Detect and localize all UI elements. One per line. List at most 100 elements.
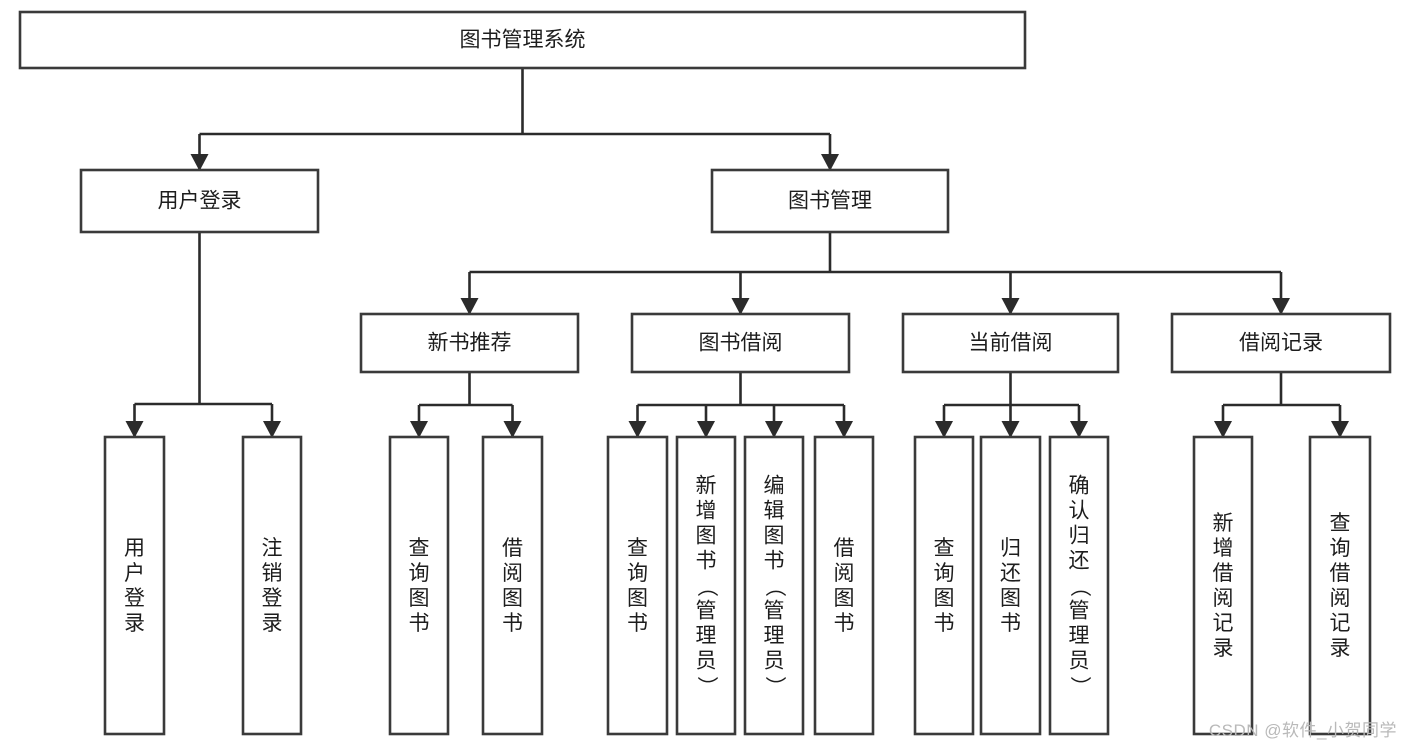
node-user-login[interactable]: 用户登录	[79, 168, 320, 234]
node-label: 当前借阅	[969, 332, 1053, 355]
node-label-char: 书	[764, 550, 785, 573]
node-box[interactable]	[1170, 312, 1392, 374]
node-box[interactable]	[710, 168, 950, 234]
node-box[interactable]	[606, 435, 669, 736]
node-box[interactable]	[675, 435, 737, 736]
node-label-char: 新	[1213, 512, 1234, 535]
node-label-char: （	[1068, 576, 1091, 597]
node-label-char: 询	[1330, 537, 1351, 560]
node-box[interactable]	[388, 435, 450, 736]
arrow-head-icon	[697, 421, 715, 438]
arrow-head-icon	[1001, 298, 1020, 315]
node-label-char: 录	[262, 612, 283, 635]
node-root-root[interactable]: 图书管理系统	[18, 10, 1027, 70]
node-label-char: ）	[763, 676, 786, 697]
node-box[interactable]	[901, 312, 1120, 374]
node-current-borrow[interactable]: 当前借阅	[901, 312, 1120, 374]
arrow-head-icon	[765, 421, 783, 438]
node-label-char: 书	[627, 612, 648, 635]
node-label-char: ）	[695, 676, 718, 697]
arrow-head-icon	[1272, 298, 1290, 315]
node-label-char: 图	[1000, 587, 1021, 610]
node-box[interactable]	[103, 435, 166, 736]
node-label-char: 编	[764, 475, 785, 498]
node-label-char: 书	[409, 612, 430, 635]
node-box[interactable]	[743, 435, 805, 736]
node-label-char: 理	[764, 625, 785, 648]
node-label-char: 书	[502, 612, 523, 635]
node-box[interactable]	[1192, 435, 1254, 736]
node-label: 图书管理系统	[460, 29, 586, 52]
node-box[interactable]	[630, 312, 851, 374]
node-label-char: 录	[1330, 637, 1351, 660]
node-box[interactable]	[18, 10, 1027, 70]
node-label-char: 询	[409, 562, 430, 585]
node-label-char: 录	[124, 612, 145, 635]
node-label-char: 书	[934, 612, 955, 635]
node-label-char: 登	[262, 587, 283, 610]
node-label-char: 阅	[834, 562, 855, 585]
node-box[interactable]	[813, 435, 875, 736]
node-label-char: 图	[934, 587, 955, 610]
node-book-borrow[interactable]: 图书借阅	[630, 312, 851, 374]
node-label-char: 查	[1330, 512, 1351, 535]
node-label-char: 书	[1000, 612, 1021, 635]
node-box[interactable]	[913, 435, 975, 736]
node-label-char: 还	[1069, 550, 1090, 573]
node-label-char: 询	[627, 562, 648, 585]
node-box[interactable]	[1308, 435, 1372, 736]
node-box[interactable]	[241, 435, 303, 736]
node-label-char: ）	[1068, 676, 1091, 697]
node-box[interactable]	[979, 435, 1042, 736]
arrow-head-icon	[410, 421, 428, 438]
node-book-manage[interactable]: 图书管理	[710, 168, 950, 234]
node-borrow-record[interactable]: 借阅记录	[1170, 312, 1392, 374]
node-box[interactable]	[359, 312, 580, 374]
node-box[interactable]	[481, 435, 544, 736]
arrow-head-icon	[460, 298, 479, 315]
arrow-head-icon	[190, 154, 209, 171]
node-label-char: 增	[1213, 537, 1234, 560]
node-label-char: 书	[834, 612, 855, 635]
node-label-char: 认	[1069, 500, 1090, 523]
node-label-char: （	[695, 576, 718, 597]
node-label-char: 管	[1069, 600, 1090, 623]
arrow-head-icon	[263, 421, 281, 438]
node-leaf-user-login[interactable]: 用户登录	[103, 435, 166, 736]
node-label-char: 借	[834, 537, 855, 560]
arrow-head-icon	[628, 421, 647, 438]
node-label-char: 图	[834, 587, 855, 610]
node-label-char: 记	[1330, 612, 1351, 635]
arrow-head-icon	[821, 154, 839, 171]
node-label-char: 员	[1069, 650, 1090, 673]
node-label-char: 书	[696, 550, 717, 573]
node-box[interactable]	[79, 168, 320, 234]
arrow-head-icon	[1001, 421, 1020, 438]
node-label-char: 辑	[764, 500, 785, 523]
node-label-char: （	[763, 576, 786, 597]
node-label-char: 增	[696, 500, 717, 523]
node-label-char: 理	[696, 625, 717, 648]
node-label-char: 管	[696, 600, 717, 623]
node-label-char: 归	[1000, 537, 1021, 560]
node-label-char: 用	[124, 537, 145, 560]
node-new-book-recommend[interactable]: 新书推荐	[359, 312, 580, 374]
node-box[interactable]	[1048, 435, 1110, 736]
arrow-head-icon	[1214, 421, 1232, 438]
node-layer: 图书管理系统用户登录图书管理新书推荐图书借阅当前借阅借阅记录用户登录注销登录查询…	[18, 10, 1392, 736]
node-label-char: 还	[1000, 562, 1021, 585]
